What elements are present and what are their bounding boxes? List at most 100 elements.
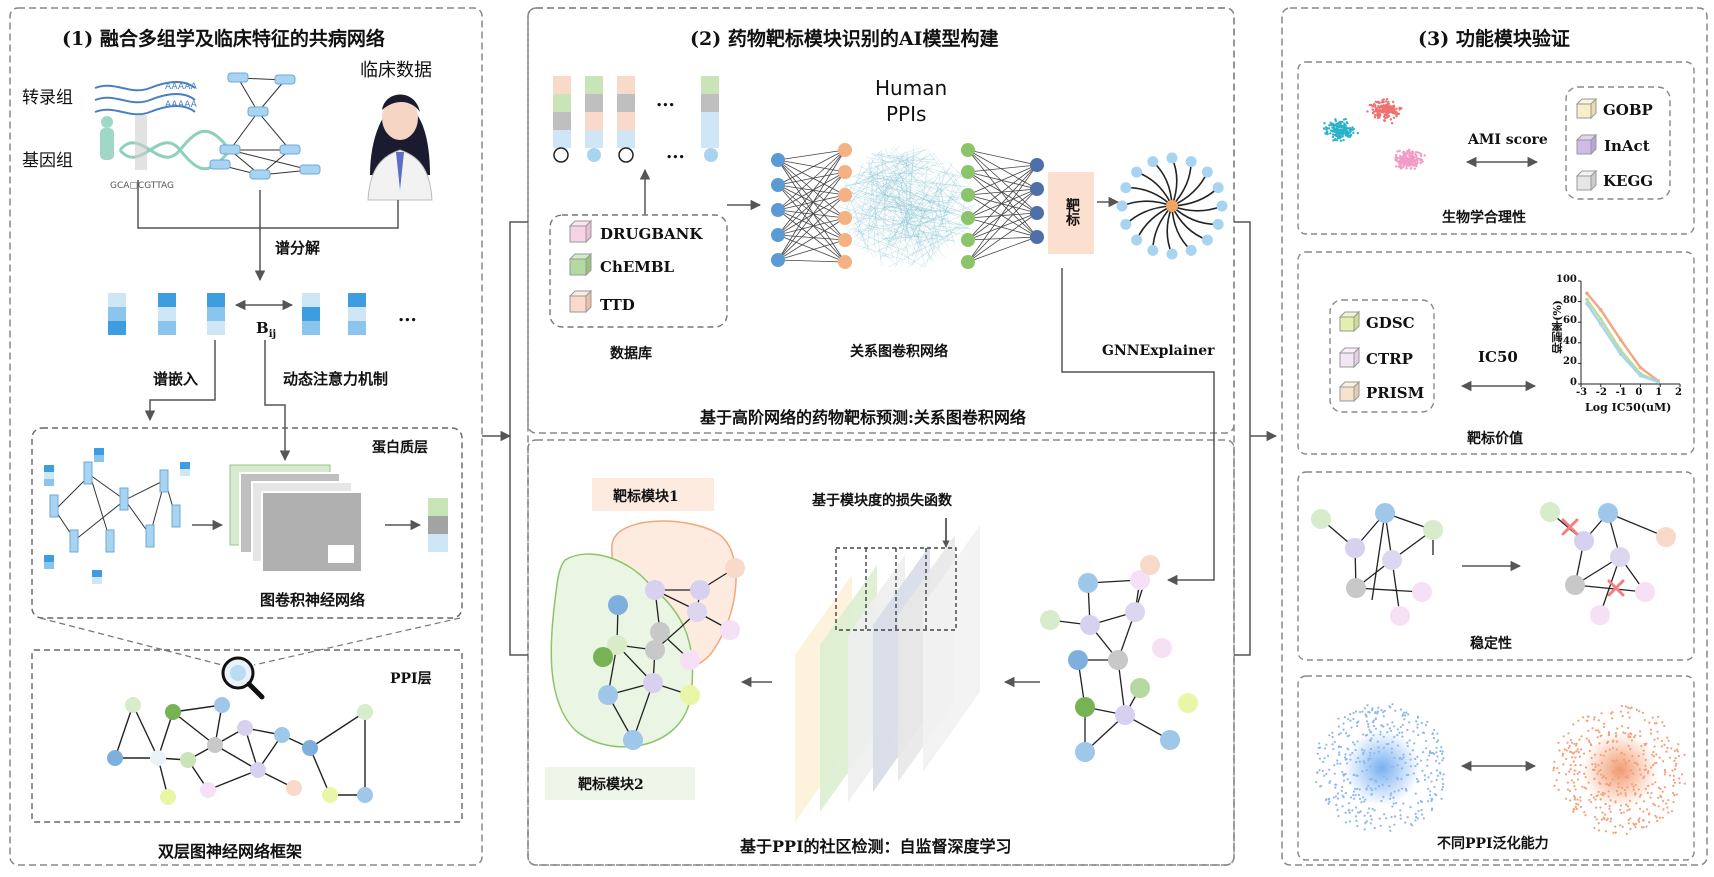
- orange-cloud-point: [1614, 760, 1616, 762]
- orange-cloud-point: [1615, 732, 1617, 734]
- scatter-point: [1348, 132, 1350, 134]
- ic50-label: IC50: [1478, 348, 1518, 366]
- node-feature-row: [554, 148, 718, 162]
- orange-cloud-point: [1640, 745, 1642, 747]
- orange-cloud-point: [1639, 730, 1641, 732]
- panel1-to-panel2: [482, 222, 528, 655]
- orange-cloud-point: [1669, 774, 1671, 776]
- blue-cloud-point: [1369, 731, 1371, 733]
- orange-cloud-point: [1664, 773, 1666, 775]
- star-edge: [1172, 206, 1222, 211]
- orange-cloud-point: [1611, 717, 1613, 719]
- panel2-title: (2) 药物靶标模块识别的AI模型构建: [690, 24, 998, 51]
- scatter-point: [1391, 122, 1393, 124]
- orange-cloud-point: [1631, 783, 1633, 785]
- orange-cloud-point: [1563, 735, 1565, 737]
- blue-cloud-point: [1404, 822, 1406, 824]
- blue-cloud-point: [1351, 809, 1353, 811]
- blue-cloud-point: [1352, 794, 1354, 796]
- blue-cloud-point: [1354, 788, 1356, 790]
- blue-cloud-point: [1393, 824, 1395, 826]
- nn-hidden-node: [961, 165, 975, 179]
- blue-cloud-point: [1323, 757, 1325, 759]
- blue-cloud-point: [1345, 732, 1347, 734]
- blue-cloud-point: [1349, 713, 1351, 715]
- orange-cloud-point: [1594, 754, 1596, 756]
- orange-cloud-point: [1619, 824, 1621, 826]
- orange-cloud-point: [1672, 801, 1674, 803]
- orange-cloud-point: [1675, 757, 1677, 759]
- blue-cloud-point: [1415, 792, 1417, 794]
- orange-cloud-point: [1620, 804, 1622, 806]
- orange-cloud-point: [1603, 755, 1605, 757]
- blue-cloud-point: [1359, 788, 1361, 790]
- ppi-layer-label: PPI层: [390, 668, 432, 688]
- blue-cloud-point: [1392, 766, 1394, 768]
- scatter-point: [1408, 161, 1410, 163]
- orange-cloud-point: [1628, 822, 1630, 824]
- blue-cloud-point: [1418, 810, 1420, 812]
- orange-cloud-point: [1672, 792, 1674, 794]
- blue-cloud-point: [1340, 732, 1342, 734]
- scatter-point: [1416, 151, 1418, 153]
- orange-cloud-point: [1601, 819, 1603, 821]
- blue-cloud-point: [1415, 720, 1417, 722]
- blue-cloud-point: [1416, 778, 1418, 780]
- orange-cloud-point: [1580, 806, 1582, 808]
- blue-cloud-point: [1402, 803, 1404, 805]
- blue-cloud-point: [1429, 794, 1431, 796]
- panel2-ellipsis-top: ...: [656, 90, 675, 111]
- bij-sub: ij: [269, 329, 276, 340]
- orange-cloud-point: [1588, 739, 1590, 741]
- orange-cloud-point: [1656, 820, 1658, 822]
- orange-cloud-point: [1621, 705, 1623, 707]
- orange-cloud-point: [1617, 783, 1619, 785]
- scatter-point: [1340, 129, 1342, 131]
- blue-cloud-point: [1344, 756, 1346, 758]
- blue-cloud-point: [1343, 773, 1345, 775]
- blue-cloud-point: [1324, 747, 1326, 749]
- orange-cloud-point: [1630, 769, 1632, 771]
- blue-cloud-point: [1437, 739, 1439, 741]
- orange-cloud-point: [1588, 781, 1590, 783]
- orange-cloud-point: [1602, 792, 1604, 794]
- scatter-point: [1399, 155, 1401, 157]
- scatter-point: [1399, 165, 1401, 167]
- blue-cloud-point: [1383, 813, 1385, 815]
- orange-cloud-point: [1644, 744, 1646, 746]
- orange-cloud-point: [1645, 768, 1647, 770]
- ic50-point: [1619, 338, 1623, 342]
- star-leaf-node: [1147, 156, 1158, 167]
- protein-layer-label: 蛋白质层: [372, 437, 428, 457]
- rgcn-label: 关系图卷积网络: [850, 341, 948, 361]
- orange-cloud-point: [1573, 751, 1575, 753]
- orange-cloud-point: [1596, 773, 1598, 775]
- orange-cloud-point: [1574, 764, 1576, 766]
- scatter-point: [1414, 168, 1416, 170]
- blue-cloud-point: [1346, 735, 1348, 737]
- orange-cloud-point: [1671, 810, 1673, 812]
- ppi-edge: [852, 244, 906, 260]
- blue-cloud-point: [1371, 818, 1373, 820]
- blue-cloud-point: [1417, 734, 1419, 736]
- blue-cloud-point: [1391, 748, 1393, 750]
- scatter-point: [1407, 158, 1409, 160]
- ic50-point: [1639, 366, 1643, 370]
- orange-cloud-point: [1553, 761, 1555, 763]
- orange-cloud-point: [1579, 799, 1581, 801]
- scatter-point: [1405, 165, 1407, 167]
- scatter-point: [1335, 135, 1337, 137]
- ic50-point: [1639, 374, 1643, 378]
- orange-cloud-point: [1674, 750, 1676, 752]
- blue-cloud-point: [1442, 750, 1444, 752]
- orange-cloud-point: [1622, 715, 1624, 717]
- ic50-x-tick-label: -3: [1576, 387, 1587, 398]
- blue-cloud-point: [1354, 743, 1356, 745]
- blue-cloud-point: [1406, 729, 1408, 731]
- orange-cloud-point: [1570, 764, 1572, 766]
- transcriptome-label: 转录组: [22, 83, 73, 108]
- scatter-point: [1350, 128, 1352, 130]
- blue-cloud-point: [1380, 724, 1382, 726]
- orange-cloud-point: [1586, 737, 1588, 739]
- scatter-point: [1374, 116, 1376, 118]
